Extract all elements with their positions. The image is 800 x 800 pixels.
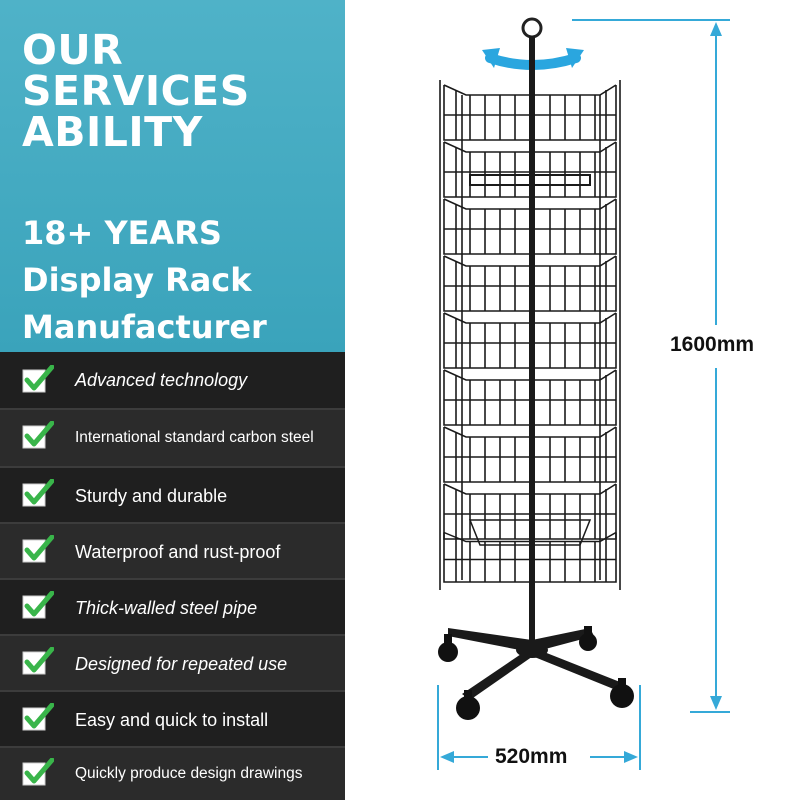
headline-line-1: OUR bbox=[22, 26, 124, 74]
product-illustration: 1600mm 520mm bbox=[345, 0, 800, 800]
checkmark-icon bbox=[22, 647, 54, 675]
divider bbox=[0, 466, 345, 468]
headline: OUR SERVICES ABILITY bbox=[22, 30, 250, 153]
checkmark-icon bbox=[22, 703, 54, 731]
rack-base bbox=[448, 628, 620, 700]
left-info-panel: OUR SERVICES ABILITY 18+ YEARS Display R… bbox=[0, 0, 345, 800]
feature-label: Sturdy and durable bbox=[75, 485, 228, 506]
feature-item: Sturdy and durable bbox=[0, 468, 345, 524]
headline-block: OUR SERVICES ABILITY 18+ YEARS Display R… bbox=[0, 0, 345, 352]
feature-label: Thick-walled steel pipe bbox=[75, 597, 258, 618]
divider bbox=[0, 746, 345, 748]
height-dimension-label: 1600mm bbox=[670, 333, 755, 356]
feature-item: Quickly produce design drawings bbox=[0, 748, 345, 800]
feature-item: International standard carbon steel bbox=[0, 410, 345, 466]
width-dimension-line bbox=[437, 685, 641, 770]
divider bbox=[0, 408, 345, 410]
central-pole bbox=[529, 36, 535, 646]
feature-item: Easy and quick to install bbox=[0, 692, 345, 748]
feature-list: Advanced technology International standa… bbox=[0, 352, 345, 800]
subheadline: 18+ YEARS Display Rack Manufacturer bbox=[22, 210, 267, 351]
checkmark-icon bbox=[22, 535, 54, 563]
feature-label: Designed for repeated use bbox=[75, 653, 288, 674]
feature-label: Easy and quick to install bbox=[75, 709, 269, 730]
feature-label: Waterproof and rust-proof bbox=[75, 541, 281, 562]
divider bbox=[0, 690, 345, 692]
wire-pockets bbox=[439, 80, 621, 590]
headline-line-3: ABILITY bbox=[22, 108, 203, 156]
subhead-line-2: Display Rack bbox=[22, 261, 252, 299]
divider bbox=[0, 634, 345, 636]
checkmark-icon bbox=[22, 365, 54, 393]
feature-item: Waterproof and rust-proof bbox=[0, 524, 345, 580]
feature-label: Quickly produce design drawings bbox=[75, 765, 303, 782]
feature-item: Advanced technology bbox=[0, 352, 345, 408]
divider bbox=[0, 522, 345, 524]
subhead-line-3: Manufacturer bbox=[22, 308, 267, 346]
feature-item: Thick-walled steel pipe bbox=[0, 580, 345, 636]
hanging-ring bbox=[521, 17, 543, 39]
height-dimension-line bbox=[572, 19, 730, 713]
feature-label: Advanced technology bbox=[75, 369, 248, 390]
subhead-line-1: 18+ YEARS bbox=[22, 214, 222, 252]
display-rack-image bbox=[437, 17, 730, 770]
checkmark-icon bbox=[22, 479, 54, 507]
caster-wheels bbox=[438, 626, 634, 720]
feature-label: International standard carbon steel bbox=[75, 429, 314, 446]
feature-item: Designed for repeated use bbox=[0, 636, 345, 692]
checkmark-icon bbox=[22, 421, 54, 449]
width-dimension-label: 520mm bbox=[495, 745, 568, 768]
checkmark-icon bbox=[22, 591, 54, 619]
divider bbox=[0, 578, 345, 580]
headline-line-2: SERVICES bbox=[22, 67, 250, 115]
checkmark-icon bbox=[22, 758, 54, 786]
